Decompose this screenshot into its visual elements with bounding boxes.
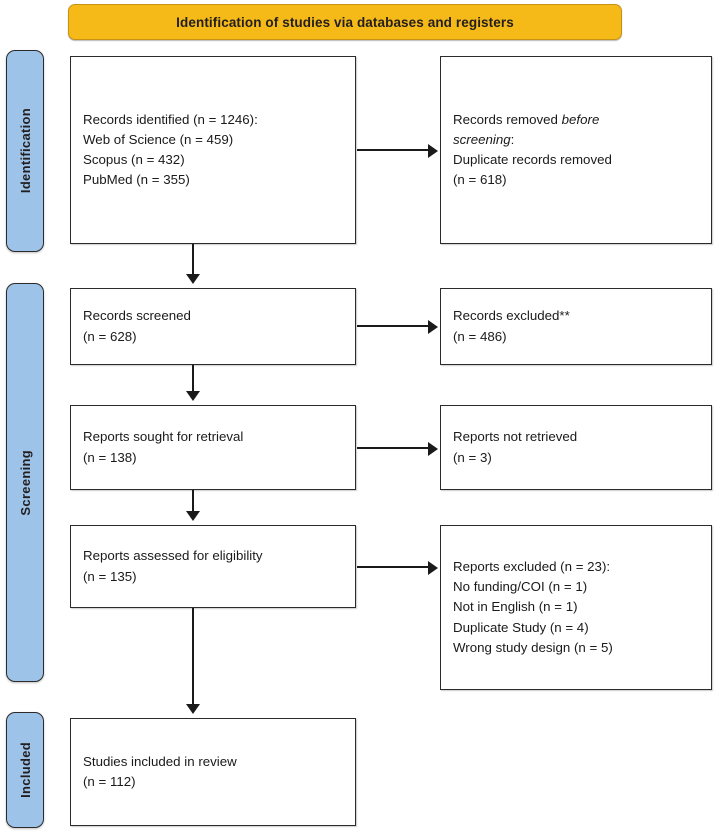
arrowhead-down-icon-2: [186, 391, 200, 401]
stage-label-identification: Identification: [6, 50, 44, 252]
studies-included-line2: (n = 112): [83, 774, 136, 789]
banner-title: Identification of studies via databases …: [176, 14, 514, 30]
box-reports-excluded: Reports excluded (n = 23): No funding/CO…: [440, 525, 712, 690]
arrowhead-down-icon-3: [186, 511, 200, 521]
box-records-identified: Records identified (n = 1246): Web of Sc…: [70, 56, 356, 244]
stage-label-screening-text: Screening: [17, 449, 33, 516]
connector-sought-to-not-retrieved: [357, 447, 429, 449]
box-reports-assessed-text: Reports assessed for eligibility (n = 13…: [71, 546, 263, 586]
connector-identified-to-removed: [357, 149, 429, 151]
stage-label-screening: Screening: [6, 283, 44, 682]
records-removed-before-em: before: [561, 111, 600, 127]
records-identified-line2: Web of Science (n = 459): [83, 131, 234, 147]
box-reports-sought: Reports sought for retrieval (n = 138): [70, 405, 356, 490]
connector-screened-to-sought: [192, 365, 194, 393]
stage-label-identification-text: Identification: [17, 108, 33, 194]
box-studies-included: Studies included in review (n = 112): [70, 718, 356, 826]
box-records-removed: Records removed before screening: Duplic…: [440, 56, 712, 244]
reports-excluded-line3: Not in English (n = 1): [453, 599, 578, 615]
box-reports-excluded-text: Reports excluded (n = 23): No funding/CO…: [441, 557, 613, 658]
box-studies-included-text: Studies included in review (n = 112): [71, 752, 237, 792]
connector-sought-to-assessed: [192, 490, 194, 513]
connector-assessed-to-included: [192, 608, 194, 706]
reports-assessed-line2: (n = 135): [83, 568, 137, 584]
stage-label-included-text: Included: [17, 742, 33, 798]
records-identified-line3: Scopus (n = 432): [83, 152, 185, 167]
records-removed-screening-em: screening: [453, 131, 511, 147]
arrowhead-down-icon-1: [186, 274, 200, 284]
reports-excluded-line1: Reports excluded (n = 23):: [453, 558, 611, 574]
reports-excluded-line2: No funding/COI (n = 1): [453, 579, 588, 595]
arrowhead-right-icon-4: [428, 561, 438, 575]
box-reports-assessed: Reports assessed for eligibility (n = 13…: [70, 525, 356, 608]
reports-not-retrieved-line2: (n = 3): [453, 449, 492, 465]
arrowhead-down-icon-4: [186, 704, 200, 714]
records-removed-line4: (n = 618): [453, 172, 507, 188]
reports-assessed-line1: Reports assessed for eligibility: [83, 548, 263, 564]
reports-not-retrieved-line1: Reports not retrieved: [453, 429, 578, 445]
records-screened-line2: (n = 628): [83, 328, 137, 344]
connector-screened-to-excluded: [357, 325, 429, 327]
box-records-screened-text: Records screened (n = 628): [71, 306, 191, 346]
box-reports-not-retrieved-text: Reports not retrieved (n = 3): [441, 427, 577, 467]
reports-sought-line1: Reports sought for retrieval: [83, 429, 244, 445]
records-excluded-line2: (n = 486): [453, 328, 507, 344]
records-removed-line1: Records removed: [453, 111, 562, 127]
box-records-removed-text: Records removed before screening: Duplic…: [441, 110, 612, 191]
reports-excluded-line5: Wrong study design (n = 5): [453, 639, 613, 655]
records-identified-line4: PubMed (n = 355): [83, 172, 190, 188]
records-screened-line1: Records screened: [83, 308, 191, 324]
box-reports-not-retrieved: Reports not retrieved (n = 3): [440, 405, 712, 490]
records-excluded-line1: Records excluded**: [453, 308, 570, 324]
reports-sought-line2: (n = 138): [83, 449, 137, 465]
box-records-excluded-text: Records excluded** (n = 486): [441, 306, 570, 346]
box-records-excluded: Records excluded** (n = 486): [440, 288, 712, 365]
box-records-identified-text: Records identified (n = 1246): Web of Sc…: [71, 110, 258, 191]
box-records-screened: Records screened (n = 628): [70, 288, 356, 365]
arrowhead-right-icon-1: [428, 144, 438, 158]
connector-identified-to-screened: [192, 244, 194, 276]
box-reports-sought-text: Reports sought for retrieval (n = 138): [71, 427, 243, 467]
studies-included-line1: Studies included in review: [83, 753, 237, 769]
connector-assessed-to-reports-excluded: [357, 566, 429, 568]
records-removed-colon: :: [510, 131, 515, 147]
reports-excluded-line4: Duplicate Study (n = 4): [453, 619, 589, 635]
diagram-banner: Identification of studies via databases …: [68, 4, 622, 40]
arrowhead-right-icon-3: [428, 442, 438, 456]
arrowhead-right-icon-2: [428, 320, 438, 334]
records-identified-line1: Records identified (n = 1246):: [83, 111, 258, 127]
records-removed-line3: Duplicate records removed: [453, 152, 612, 167]
stage-label-included: Included: [6, 712, 44, 828]
